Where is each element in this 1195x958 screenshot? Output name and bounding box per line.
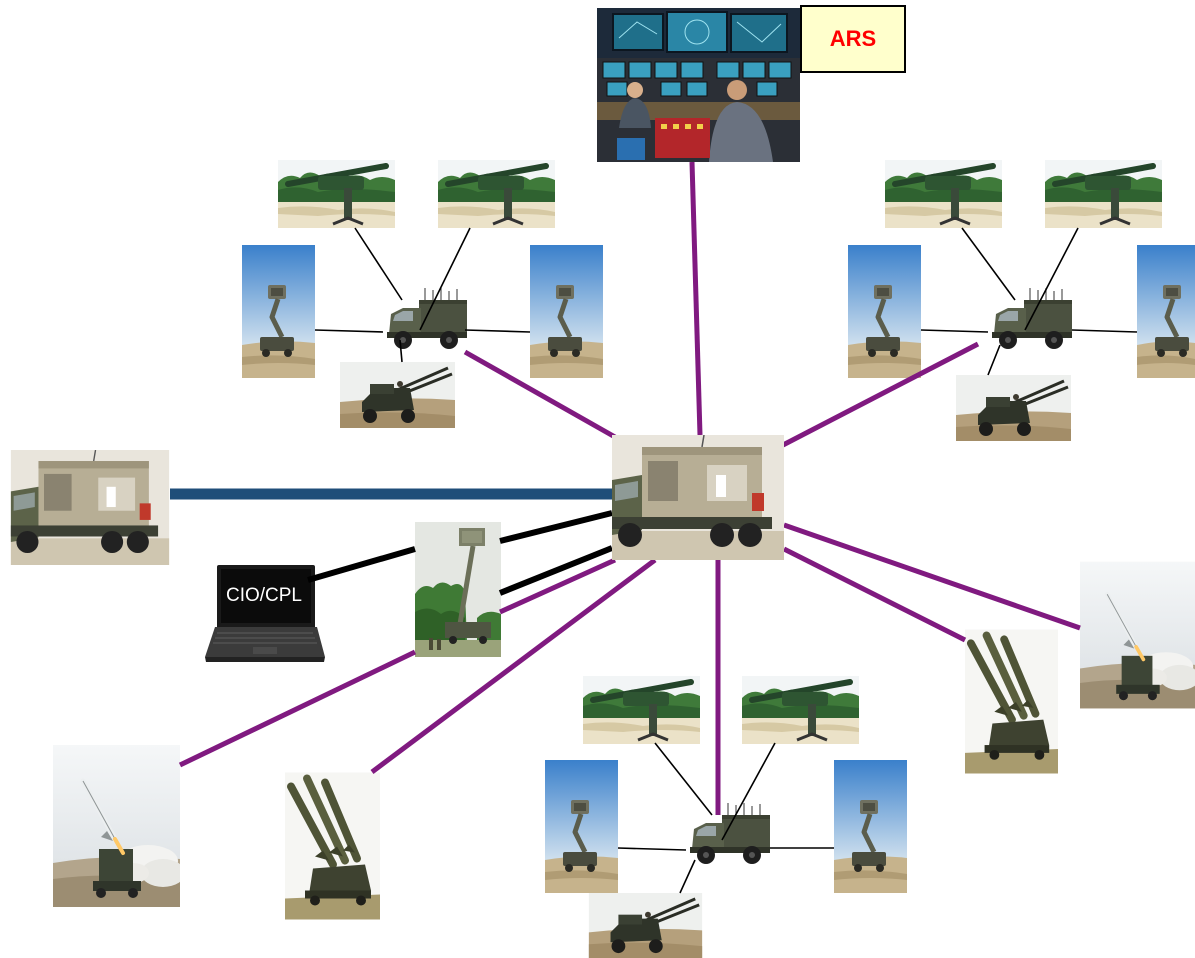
laptop-to-radar-link — [307, 546, 416, 583]
hawk-launcher-photo-left — [285, 773, 380, 920]
purple-link-hawk-right — [782, 546, 967, 643]
left-command-truck-photo — [10, 450, 170, 565]
bottom-fire-unit-cluster — [545, 676, 907, 958]
local-link-line — [920, 329, 989, 333]
control-room-photo — [597, 8, 800, 162]
aa-gun-photo — [340, 362, 455, 428]
ars-label: ARS — [800, 5, 906, 73]
purple-link-upper-right — [781, 341, 980, 448]
radar-to-command-link — [499, 510, 613, 544]
purple-link-missile-left — [178, 649, 417, 768]
gun-photo — [438, 160, 555, 228]
fire-unit-truck-photo — [689, 803, 771, 865]
fire-unit-truck-photo — [991, 288, 1073, 350]
missile-launcher-photo-right — [1080, 562, 1195, 709]
cluster-links — [314, 227, 1138, 894]
radar-to-command-link — [498, 545, 614, 596]
ars-label-box — [800, 5, 906, 73]
radar-tower-photo — [415, 522, 501, 657]
radar-photo — [1137, 245, 1195, 378]
fire-unit-truck-photo — [386, 288, 468, 350]
gun-photo — [1045, 160, 1162, 228]
aa-gun-photo — [588, 893, 703, 958]
local-link-line — [354, 227, 403, 301]
local-link-line — [679, 859, 696, 894]
gun-photo — [583, 676, 700, 744]
purple-link-radar-tower — [498, 557, 617, 615]
hawk-launcher-photo-right — [965, 630, 1058, 774]
purple-links — [178, 161, 1081, 815]
local-link-line — [654, 742, 713, 816]
local-link-line — [961, 227, 1016, 301]
local-link-line — [314, 329, 384, 333]
radar-photo — [848, 245, 921, 378]
purple-link-ars — [689, 161, 703, 436]
local-link-line — [399, 339, 403, 363]
aa-gun-photo — [956, 375, 1071, 441]
radar-photo — [530, 245, 603, 378]
black-links — [307, 510, 614, 596]
central-command-truck-photo — [612, 435, 784, 560]
radar-photo — [545, 760, 618, 893]
gun-photo — [742, 676, 859, 744]
local-link-line — [617, 847, 687, 851]
upper-right-fire-unit-cluster — [848, 160, 1195, 441]
radar-photo — [834, 760, 907, 893]
radar-photo — [242, 245, 315, 378]
upper-left-fire-unit-cluster — [242, 160, 603, 428]
missile-launcher-photo-left — [53, 745, 185, 907]
gun-photo — [278, 160, 395, 228]
purple-link-missile-right — [783, 522, 1081, 631]
purple-link-upper-left — [463, 349, 617, 440]
local-link-line — [464, 329, 531, 333]
local-link-line — [1024, 227, 1079, 331]
local-link-line — [987, 344, 1001, 376]
ars-label-text: ARS — [830, 26, 876, 51]
local-link-line — [721, 742, 776, 841]
local-link-line — [419, 227, 471, 331]
laptop-icon — [205, 565, 325, 662]
purple-link-hawk-left — [370, 557, 657, 775]
local-link-line — [1071, 329, 1138, 333]
laptop-screen-label: CIO/CPL — [226, 585, 302, 606]
gun-photo — [885, 160, 1002, 228]
